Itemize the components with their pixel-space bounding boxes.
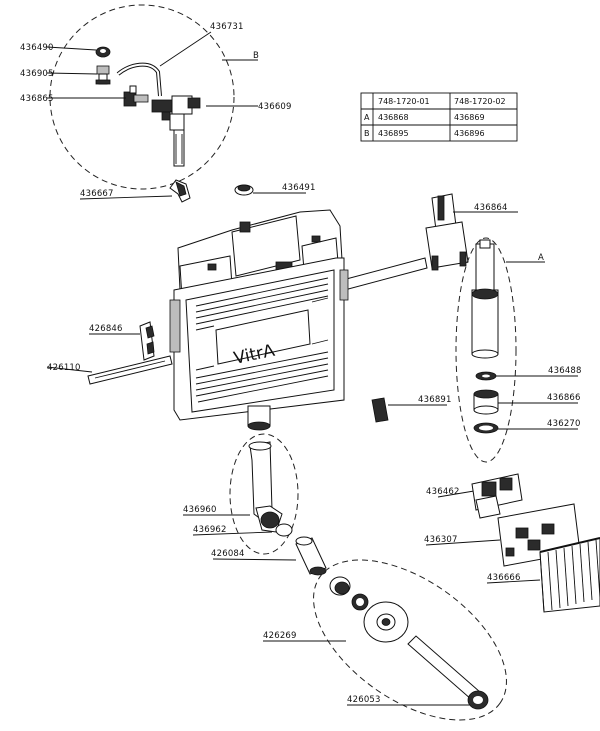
label-436488: 436488	[548, 366, 582, 376]
label-426084: 426084	[211, 549, 245, 559]
leaders-group-b	[46, 31, 306, 200]
adapter-436905	[95, 65, 111, 85]
bracket-426846	[139, 321, 155, 361]
rail-426110	[87, 355, 173, 385]
pipe-group	[313, 559, 507, 721]
label-436462: 436462	[426, 487, 460, 497]
group-a-flush-valve	[455, 237, 517, 463]
label-436905: 436905	[20, 69, 54, 79]
label-436865: 436865	[20, 94, 54, 104]
label-436962: 436962	[193, 525, 227, 535]
clip-436891	[371, 397, 389, 423]
bend-pipe-group	[229, 433, 299, 555]
table-row-b-col2: 436896	[454, 129, 485, 138]
label-436667: 436667	[80, 189, 114, 199]
connector-426084	[295, 536, 327, 576]
leaders-left	[46, 333, 470, 706]
pipe-group-outline	[313, 559, 507, 721]
plate-426269	[363, 601, 409, 643]
label-436960: 436960	[183, 505, 217, 515]
label-426846: 426846	[89, 324, 123, 334]
label-426269: 426269	[263, 631, 297, 641]
label-426110: 426110	[47, 363, 81, 373]
valve-436865	[123, 85, 149, 107]
cistern-ribs	[195, 277, 329, 403]
label-436491: 436491	[282, 183, 316, 193]
label-426053: 426053	[347, 695, 381, 705]
table-row-b-key: B	[364, 129, 370, 138]
table-row-b-col1: 436895	[378, 129, 409, 138]
cistern-body: VitrA	[169, 209, 428, 431]
label-436609: 436609	[258, 102, 292, 112]
table-row-a-col1: 436868	[378, 113, 409, 122]
clip-436667	[169, 179, 191, 203]
label-436666: 436666	[487, 573, 521, 583]
label-436864: 436864	[474, 203, 508, 213]
label-group-b: B	[253, 51, 259, 61]
label-436307: 436307	[424, 535, 458, 545]
flush-plate-436666	[539, 537, 600, 613]
cap-436491	[234, 184, 254, 196]
label-436270: 436270	[547, 419, 581, 429]
group-b-fill-valve-assembly	[49, 4, 258, 203]
fill-valve-436609	[151, 95, 201, 167]
label-436731: 436731	[210, 22, 244, 32]
table-row-a-key: A	[364, 113, 370, 122]
label-436866: 436866	[547, 393, 581, 403]
group-b-outline	[49, 4, 235, 190]
actuator-436462	[471, 473, 523, 519]
variant-table: 748-1720-01 748-1720-02 A 436868 436869 …	[360, 92, 518, 142]
group-a-outline	[455, 237, 517, 463]
bend-group-outline	[229, 433, 299, 555]
table-row-a-col2: 436869	[454, 113, 485, 122]
label-436490: 436490	[20, 43, 54, 53]
table-header-1: 748-1720-01	[378, 97, 430, 106]
label-436891: 436891	[418, 395, 452, 405]
part-labels: 436731 436490 B 436905 436865 436609 436…	[20, 22, 582, 705]
nut-436866	[473, 389, 499, 415]
label-group-a: A	[538, 253, 544, 263]
bracket-436864	[425, 193, 469, 271]
table-header-2: 748-1720-02	[454, 97, 506, 106]
pipe-tube	[407, 635, 481, 701]
